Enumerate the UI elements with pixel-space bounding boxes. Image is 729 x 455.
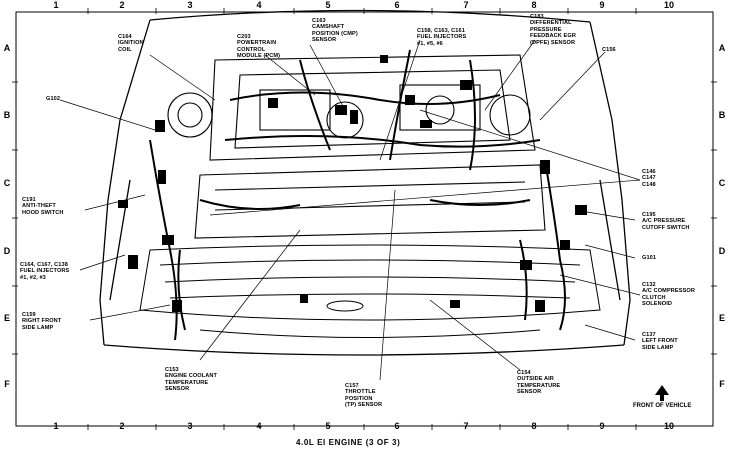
grid-col-top-6: 6 [394, 0, 400, 10]
grid-row-right-e: E [718, 313, 725, 323]
grid-row-left-b: B [3, 110, 11, 120]
grid-col-top-10: 10 [663, 0, 674, 10]
label-c153-engine-coolant-sensor: C153 ENGINE COOLANT TEMPERATURE SENSOR [165, 367, 218, 393]
grid-col-bottom-8: 8 [531, 421, 537, 431]
label-c158-fuel-injectors-456: C158, C163, C161 FUEL INJECTORS #1, #5, … [417, 28, 467, 47]
grid-col-bottom-2: 2 [119, 421, 125, 431]
label-c132-ac-compressor-clutch: C132 A/C COMPRESSOR CLUTCH SOLENOID [642, 282, 695, 308]
label-c191-anti-theft-hood-switch: C191 ANTI-THEFT HOOD SWITCH [22, 197, 64, 216]
grid-row-right-c: C [718, 178, 726, 188]
grid-row-right-a: A [718, 43, 726, 53]
grid-col-top-8: 8 [531, 0, 537, 10]
grid-col-top-7: 7 [463, 0, 469, 10]
grid-row-left-e: E [3, 313, 10, 323]
grid-row-right-b: B [718, 110, 726, 120]
grid-col-top-2: 2 [119, 0, 125, 10]
grid-col-bottom-5: 5 [325, 421, 331, 431]
label-c156: C156 [602, 47, 616, 53]
grid-col-bottom-1: 1 [53, 421, 59, 431]
label-c137-left-front-side-lamp: C137 LEFT FRONT SIDE LAMP [642, 332, 678, 351]
grid-col-top-9: 9 [599, 0, 605, 10]
grid-row-left-c: C [3, 178, 11, 188]
diagram-caption: 4.0L EI ENGINE (3 OF 3) [296, 438, 401, 447]
label-c157-throttle-position-sensor: C157 THROTTLE POSITION (TP) SENSOR [345, 383, 383, 409]
grid-col-bottom-10: 10 [663, 421, 674, 431]
label-c164-fuel-injectors-123: C164, C167, C138 FUEL INJECTORS #1, #2, … [20, 262, 70, 281]
grid-col-top-1: 1 [53, 0, 59, 10]
grid-row-right-f: F [719, 379, 725, 389]
label-c183-dpfe-sensor: C183 DIFFERENTIAL PRESSURE FEEDBACK EGR … [530, 14, 576, 46]
grid-row-left-f: F [4, 379, 10, 389]
label-g101: G101 [642, 255, 657, 261]
grid-row-left-a: A [3, 43, 11, 53]
grid-col-top-3: 3 [187, 0, 193, 10]
label-c195-ac-pressure-cutoff-switch: C195 A/C PRESSURE CUTOFF SWITCH [642, 212, 690, 231]
front-of-vehicle-label: FRONT OF VEHICLE [633, 403, 692, 409]
label-c163-camshaft-position-sensor: C163 CAMSHAFT POSITION (CMP) SENSOR [312, 18, 358, 44]
grid-col-bottom-7: 7 [463, 421, 469, 431]
grid-row-right-d: D [718, 246, 726, 256]
label-c164-ignition-coil: C164 IGNITION COIL [118, 34, 144, 53]
label-g102: G102 [46, 96, 61, 102]
label-c159-right-front-side-lamp: C159 RIGHT FRONT SIDE LAMP [22, 312, 62, 331]
grid-row-left-d: D [3, 246, 11, 256]
front-of-vehicle-arrow-icon [655, 385, 669, 401]
label-c154-outside-air-temp-sensor: C154 OUTSIDE AIR TEMPERATURE SENSOR [517, 370, 561, 396]
label-c146-c147-c148: C146 C147 C148 [642, 169, 656, 188]
grid-col-top-4: 4 [256, 0, 262, 10]
grid-col-bottom-4: 4 [256, 421, 262, 431]
grid-col-bottom-3: 3 [187, 421, 193, 431]
grid-col-top-5: 5 [325, 0, 331, 10]
grid-col-bottom-6: 6 [394, 421, 400, 431]
label-c203-pcm: C203 POWERTRAIN CONTROL MODULE (PCM) [237, 34, 281, 60]
grid-col-bottom-9: 9 [599, 421, 605, 431]
